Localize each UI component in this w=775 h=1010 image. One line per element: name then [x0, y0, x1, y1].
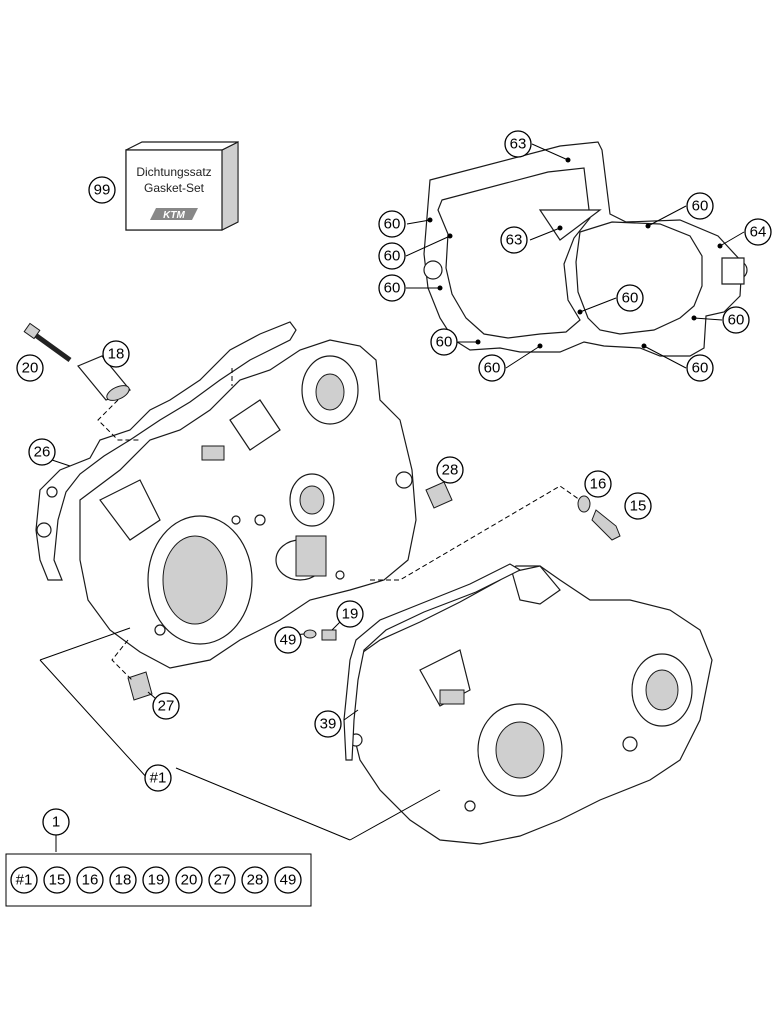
svg-text:60: 60	[692, 198, 709, 215]
svg-text:28: 28	[247, 872, 264, 889]
callout-1[interactable]: 1	[42, 808, 70, 836]
callout-27[interactable]: 27	[152, 692, 180, 720]
callout-26[interactable]: 26	[28, 438, 56, 466]
svg-text:39: 39	[320, 716, 337, 733]
kit-item-27[interactable]: 27	[208, 866, 236, 894]
svg-text:27: 27	[214, 872, 231, 889]
callout-99[interactable]: 99	[88, 176, 116, 204]
sleeve-27	[127, 671, 153, 701]
callout-hash-1[interactable]: #1	[144, 764, 172, 792]
callout-60-e[interactable]: 60	[478, 354, 506, 382]
callout-63-inner[interactable]: 63	[500, 226, 528, 254]
kit-contents-row: #1 15 16 18 19 20 27 28 49	[10, 866, 302, 894]
svg-text:60: 60	[384, 280, 401, 297]
callout-60-b[interactable]: 60	[378, 242, 406, 270]
screw-19	[321, 629, 337, 641]
svg-text:19: 19	[342, 606, 359, 623]
kit-item-20[interactable]: 20	[175, 866, 203, 894]
svg-text:27: 27	[158, 698, 175, 715]
gasket-set-label-de: Dichtungssatz	[136, 165, 211, 179]
svg-text:60: 60	[384, 216, 401, 233]
callout-16[interactable]: 16	[584, 470, 612, 498]
kit-item-16[interactable]: 16	[76, 866, 104, 894]
callout-19[interactable]: 19	[336, 600, 364, 628]
left-gasket	[35, 321, 297, 581]
callout-39[interactable]: 39	[314, 710, 342, 738]
svg-text:KTM: KTM	[163, 210, 185, 221]
kit-item-hash-1[interactable]: #1	[10, 866, 38, 894]
svg-text:20: 20	[181, 872, 198, 889]
svg-text:20: 20	[22, 360, 39, 377]
svg-text:63: 63	[506, 232, 523, 249]
callout-49[interactable]: 49	[274, 626, 302, 654]
screw-15	[591, 509, 621, 541]
svg-text:#1: #1	[150, 770, 167, 787]
sleeve-18	[77, 355, 131, 401]
callout-60-g[interactable]: 60	[616, 284, 644, 312]
svg-text:#1: #1	[16, 872, 33, 889]
washer-49	[303, 629, 317, 639]
svg-text:49: 49	[280, 632, 297, 649]
svg-text:26: 26	[34, 444, 51, 461]
svg-text:16: 16	[590, 476, 607, 493]
svg-text:60: 60	[728, 312, 745, 329]
callout-60-a[interactable]: 60	[378, 210, 406, 238]
callout-60-d[interactable]: 60	[430, 328, 458, 356]
alignment-lines	[97, 368, 581, 681]
svg-text:15: 15	[630, 498, 647, 515]
kit-item-18[interactable]: 18	[109, 866, 137, 894]
callout-60-f[interactable]: 60	[686, 192, 714, 220]
svg-text:19: 19	[148, 872, 165, 889]
callout-60-h[interactable]: 60	[722, 306, 750, 334]
svg-text:63: 63	[510, 136, 527, 153]
screw-20	[23, 322, 72, 363]
svg-text:28: 28	[442, 462, 459, 479]
svg-text:99: 99	[94, 182, 111, 199]
svg-text:60: 60	[692, 360, 709, 377]
kit-item-15[interactable]: 15	[43, 866, 71, 894]
svg-text:18: 18	[115, 872, 132, 889]
callout-60-i[interactable]: 60	[686, 354, 714, 382]
svg-text:60: 60	[484, 360, 501, 377]
svg-text:49: 49	[280, 872, 297, 889]
kit-item-19[interactable]: 19	[142, 866, 170, 894]
gasket-set-label-en: Gasket-Set	[144, 181, 205, 195]
callout-63-top[interactable]: 63	[504, 130, 532, 158]
crankcase-gasket	[423, 141, 748, 357]
callout-28[interactable]: 28	[436, 456, 464, 484]
ktm-logo: KTM	[150, 208, 198, 221]
svg-text:15: 15	[49, 872, 66, 889]
svg-text:60: 60	[436, 334, 453, 351]
gasket-set-box: Dichtungssatz Gasket-Set KTM	[125, 141, 239, 231]
right-crankcase-half	[349, 565, 713, 845]
callout-20[interactable]: 20	[16, 354, 44, 382]
svg-text:60: 60	[622, 290, 639, 307]
callout-64[interactable]: 64	[744, 218, 772, 246]
callout-60-c[interactable]: 60	[378, 274, 406, 302]
left-crankcase-half	[79, 339, 417, 669]
svg-text:60: 60	[384, 248, 401, 265]
washer-16	[577, 495, 591, 513]
sleeve-28	[425, 481, 453, 509]
svg-text:64: 64	[750, 224, 767, 241]
svg-text:16: 16	[82, 872, 99, 889]
svg-text:1: 1	[52, 814, 60, 831]
kit-item-28[interactable]: 28	[241, 866, 269, 894]
callout-15[interactable]: 15	[624, 492, 652, 520]
svg-text:18: 18	[108, 346, 125, 363]
kit-item-49[interactable]: 49	[274, 866, 302, 894]
callout-18[interactable]: 18	[102, 340, 130, 368]
right-gasket	[343, 563, 522, 761]
